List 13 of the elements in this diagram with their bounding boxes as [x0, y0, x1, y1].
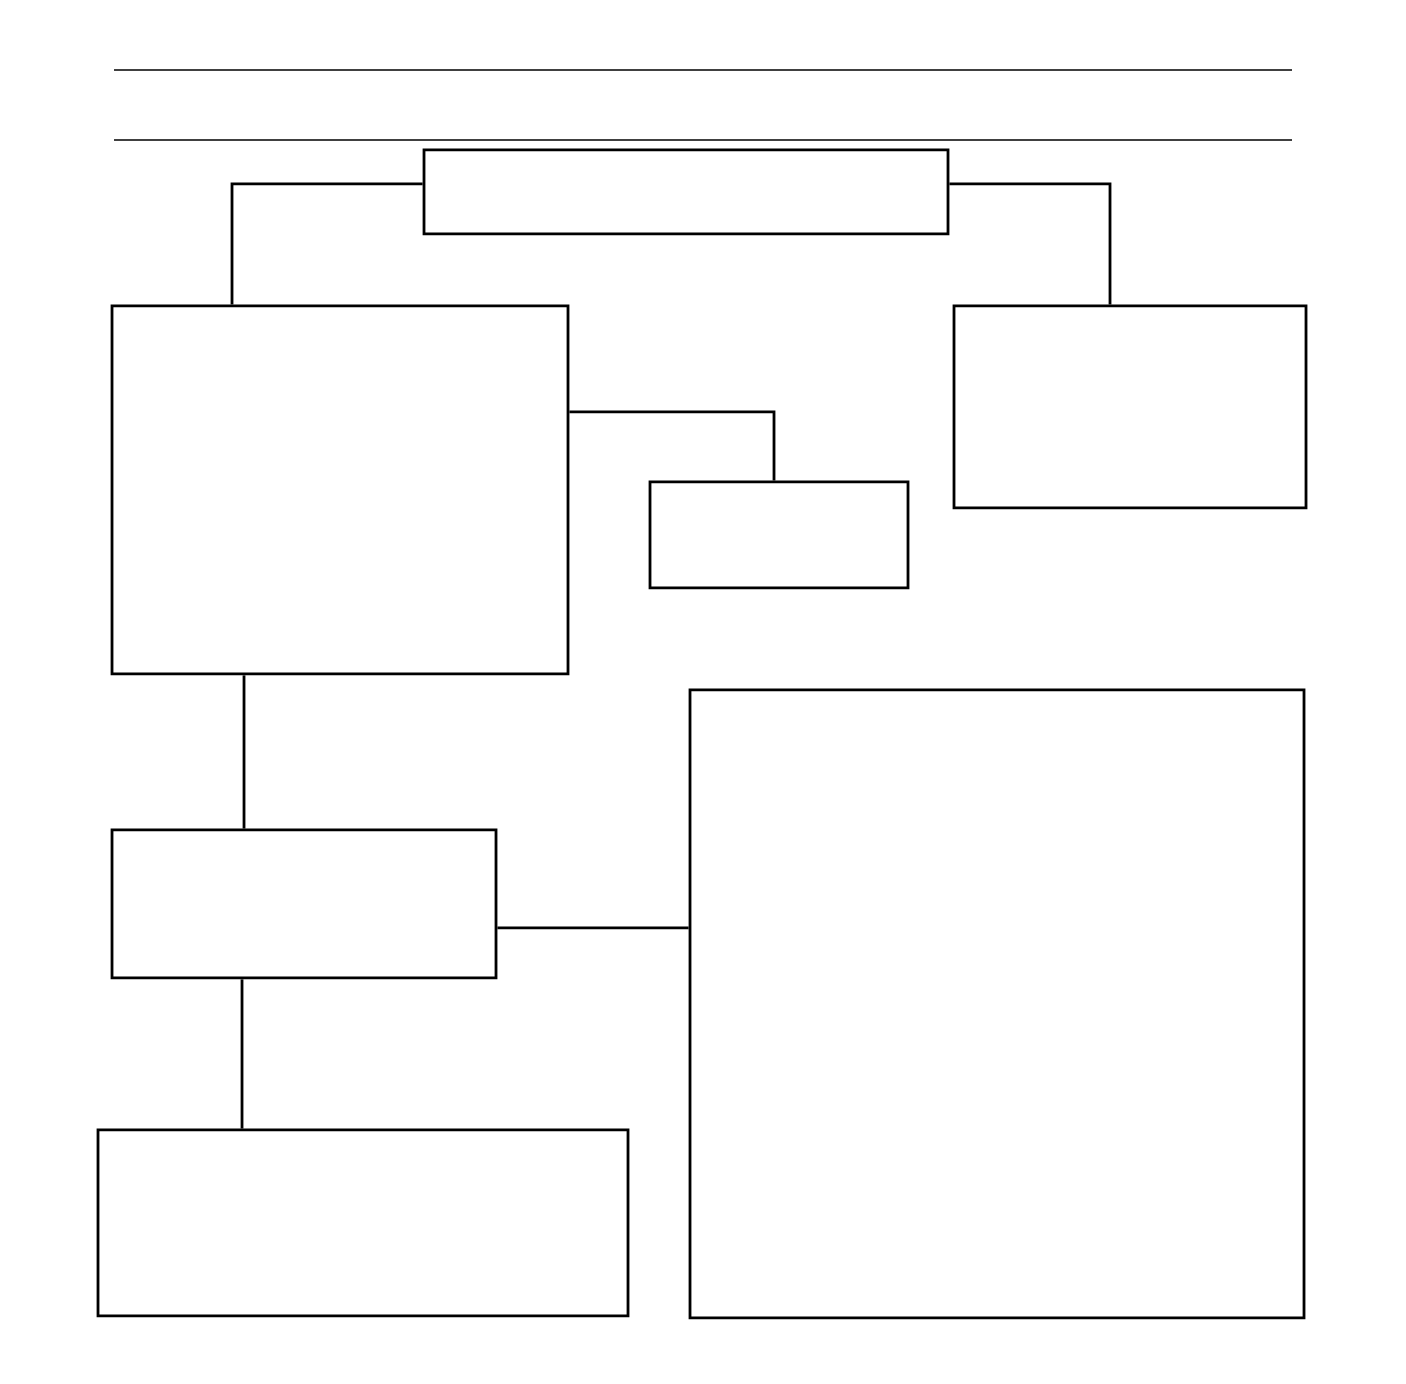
connector-line [242, 675, 246, 829]
empty-box [648, 480, 910, 590]
empty-box [110, 828, 498, 980]
connector-line [240, 979, 244, 1129]
connector-line [569, 410, 776, 481]
empty-box [952, 304, 1308, 510]
connector-line [230, 182, 423, 305]
empty-box [688, 688, 1306, 1320]
connector-line [949, 182, 1112, 305]
empty-box [96, 1128, 630, 1318]
empty-box [110, 304, 570, 676]
connector-line [497, 926, 689, 930]
empty-box [422, 148, 950, 236]
